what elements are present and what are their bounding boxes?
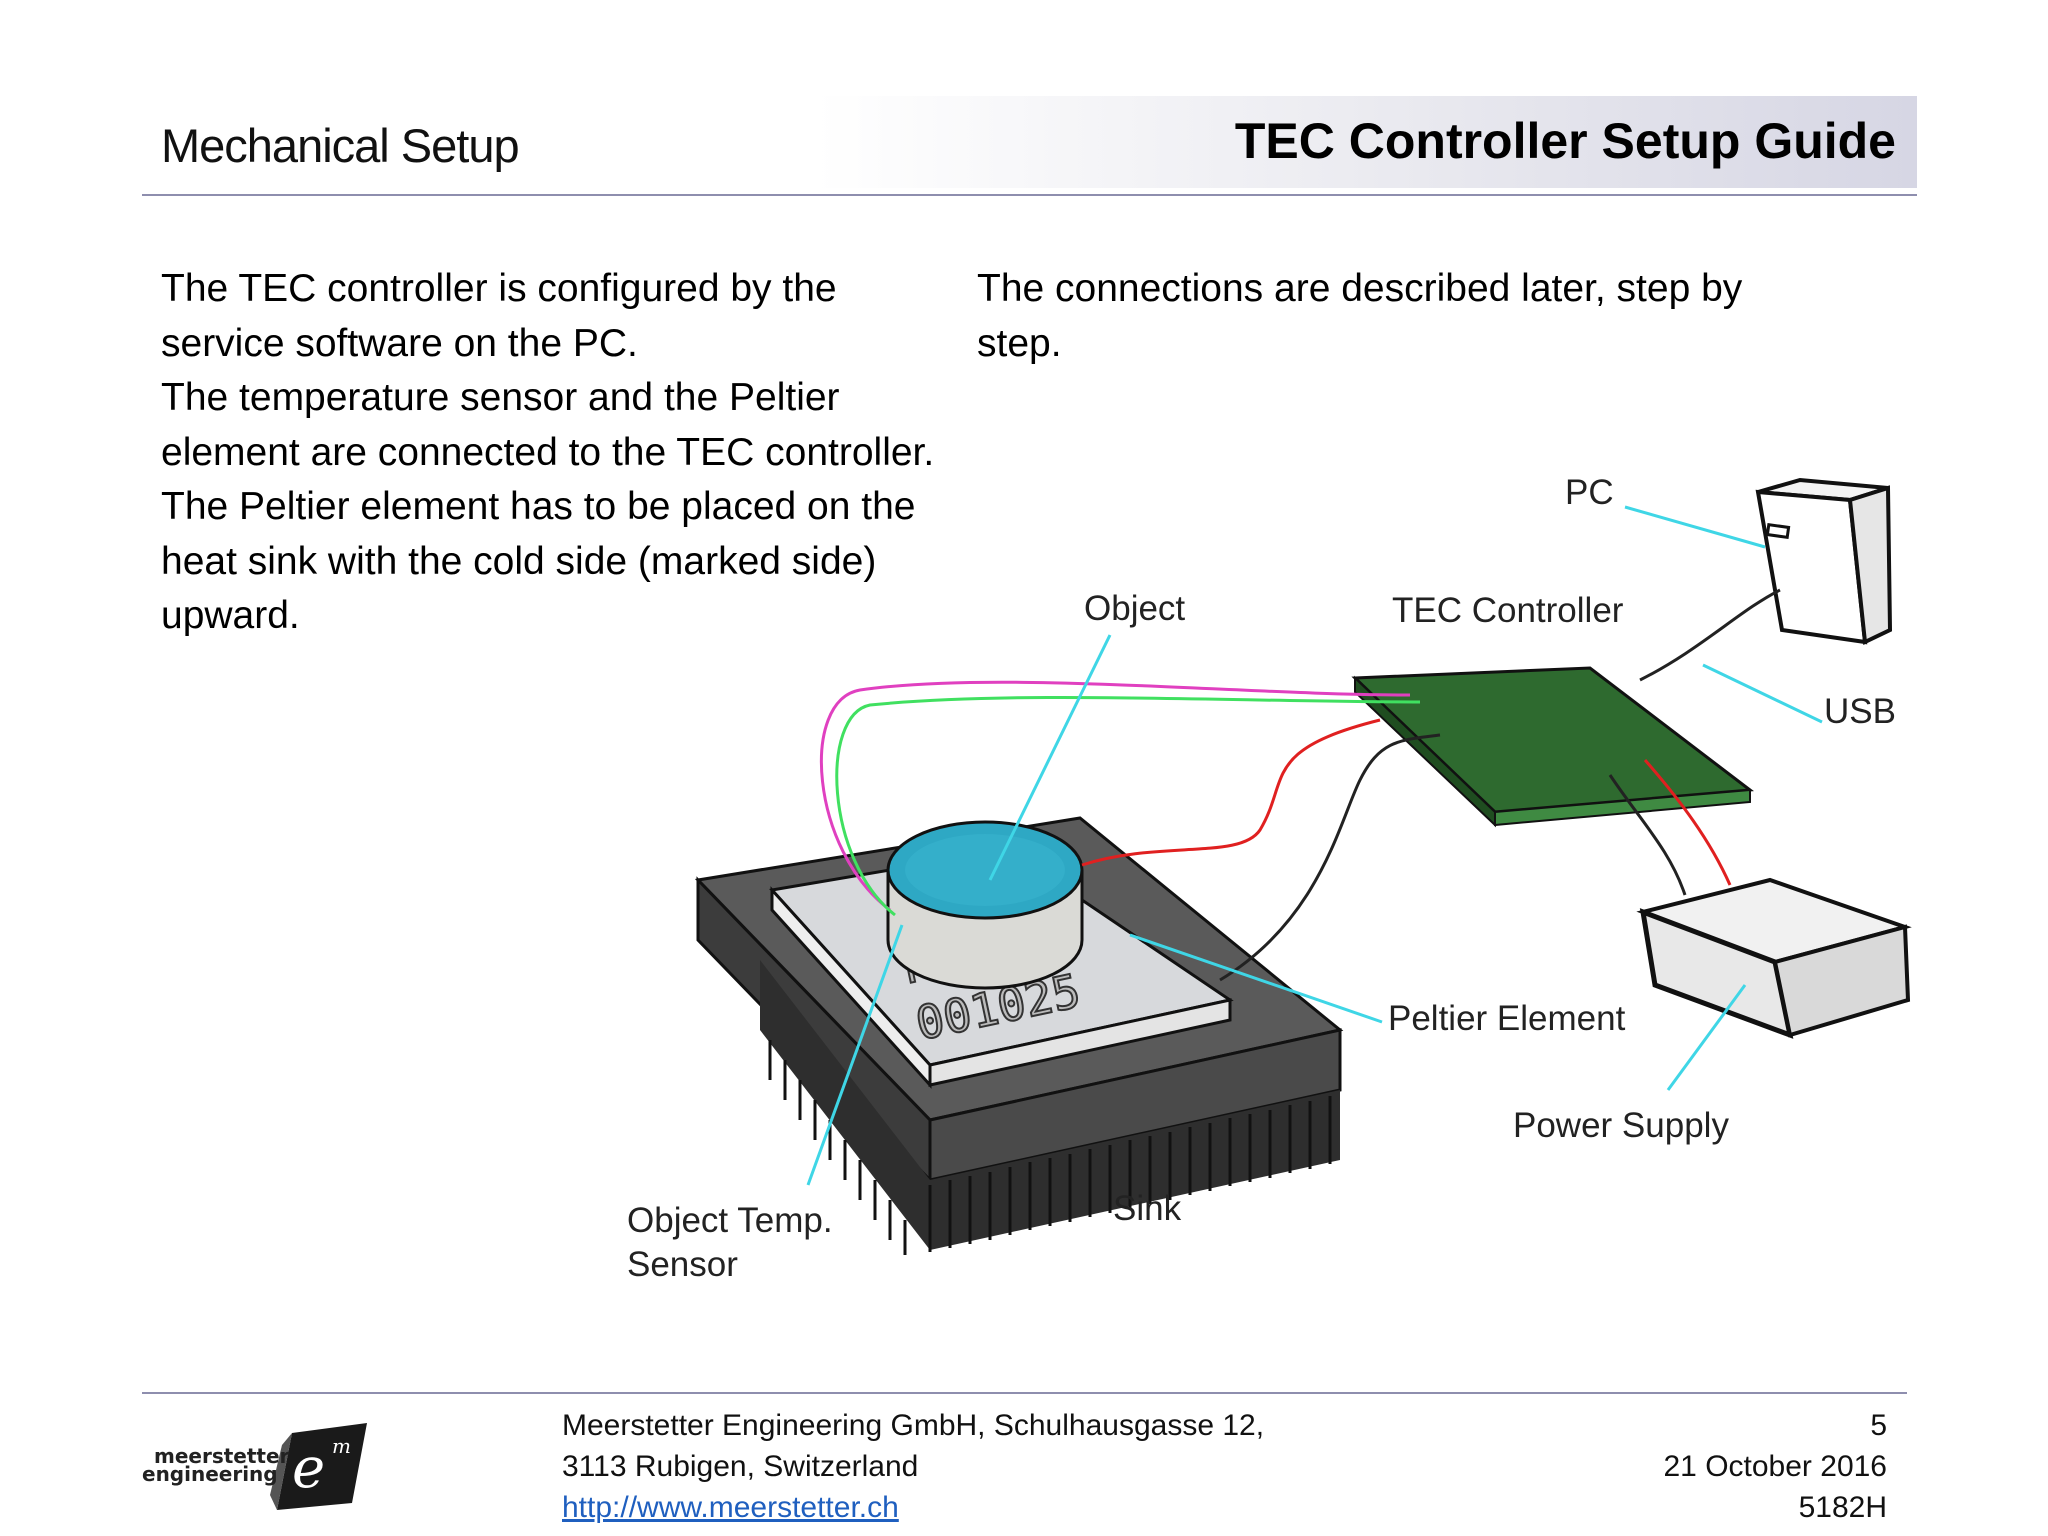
footer-website-link[interactable]: http://www.meerstetter.ch — [562, 1491, 899, 1524]
label-sink: Sink — [1113, 1189, 1182, 1228]
footer-company-line1: Meerstetter Engineering GmbH, Schulhausg… — [562, 1409, 1265, 1442]
logo-mark: e — [292, 1436, 325, 1501]
section-title: Mechanical Setup — [161, 119, 520, 172]
tec-controller-board — [1351, 666, 1754, 828]
document-date: 21 October 2016 — [1663, 1450, 1888, 1483]
footer-company-line2: 3113 Rubigen, Switzerland — [562, 1450, 919, 1483]
header-band — [815, 96, 1917, 188]
document-code: 5182H — [1798, 1491, 1887, 1524]
power-supply-box — [1636, 877, 1912, 1039]
body-paragraph-1: The TEC controller is configured by the … — [161, 267, 837, 365]
callout-lines — [806, 505, 1823, 1186]
logo-text-line1: meerstetter — [154, 1444, 290, 1468]
body-paragraph-3: The connections are described later, ste… — [977, 267, 1743, 365]
body-right-column: The connections are described later, ste… — [977, 262, 1837, 371]
header-divider — [142, 194, 1917, 196]
logo-text-line2: engineering — [142, 1462, 278, 1486]
footer-company-info: Meerstetter Engineering GmbH, Schulhausg… — [562, 1405, 1264, 1528]
label-pc: PC — [1565, 473, 1614, 512]
setup-diagram: TE 001025 — [600, 440, 1940, 1340]
pc-tower — [1755, 477, 1893, 646]
label-peltier-element: Peltier Element — [1388, 999, 1626, 1038]
logo-mark-superscript: m — [332, 1434, 351, 1458]
label-tec-controller: TEC Controller — [1392, 591, 1624, 630]
footer-meta: 5 21 October 2016 5182H — [1664, 1405, 1888, 1528]
object-cylinder — [886, 820, 1084, 990]
label-object: Object — [1084, 589, 1185, 628]
guide-title: TEC Controller Setup Guide — [1234, 113, 1896, 169]
label-power-supply: Power Supply — [1513, 1106, 1729, 1145]
footer-divider — [142, 1392, 1907, 1394]
wires — [819, 588, 1781, 982]
label-object-temp-sensor-line2: Sensor — [627, 1245, 738, 1284]
body-left-column: The TEC controller is configured by the … — [161, 262, 961, 644]
page-number: 5 — [1870, 1409, 1887, 1442]
company-logo: e m meerstetter engineering — [142, 1415, 372, 1510]
label-object-temp-sensor-line1: Object Temp. — [627, 1201, 833, 1240]
label-usb: USB — [1824, 692, 1896, 731]
body-paragraph-2: The temperature sensor and the Peltier e… — [161, 376, 935, 637]
